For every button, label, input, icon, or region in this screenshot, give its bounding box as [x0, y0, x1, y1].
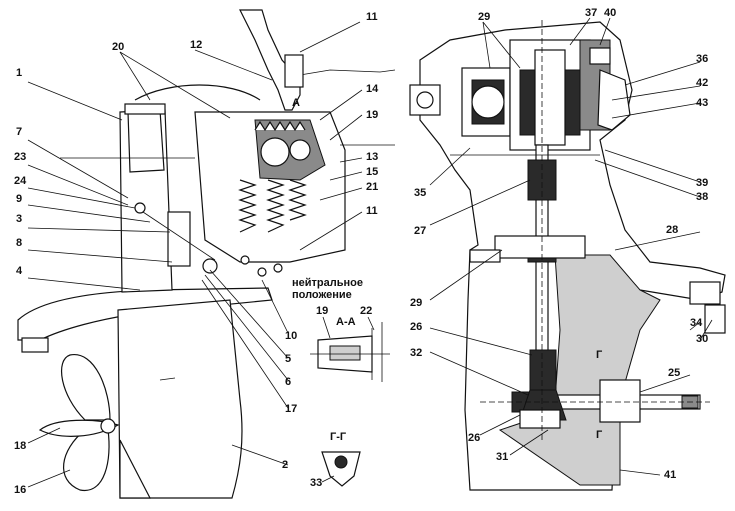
cut-mark-top: Г: [596, 349, 603, 361]
callout-25: 25: [668, 367, 680, 379]
right-callouts: 29 37 40 36 42 43 35 39 38 27 28 29 26 3…: [410, 7, 708, 481]
callout-40: 40: [604, 7, 616, 19]
callout-32: 32: [410, 347, 422, 359]
anode-block: [21, 337, 49, 353]
callout-30: 30: [696, 333, 708, 345]
section-aa-title: А-А: [336, 316, 356, 328]
callout-27: 27: [414, 225, 426, 237]
skeg: [119, 439, 151, 499]
drive-gear: [254, 120, 306, 132]
callout-21: 21: [366, 181, 378, 193]
section-aa-callout-22: 22: [360, 305, 372, 317]
cut-mark-bottom: Г: [596, 429, 603, 441]
callout-35: 35: [414, 187, 426, 199]
callout-17: 17: [285, 403, 297, 415]
gearcase-body: [117, 299, 243, 499]
callout-18: 18: [14, 440, 26, 452]
callout-42: 42: [696, 77, 708, 89]
section-gg-title: Г-Г: [330, 431, 347, 443]
callout-16: 16: [14, 484, 26, 496]
callout-26-top: 26: [410, 321, 422, 333]
callout-34: 34: [690, 317, 703, 329]
callout-29-mid: 29: [410, 297, 422, 309]
callout-12: 12: [190, 39, 202, 51]
callout-19: 19: [366, 109, 378, 121]
callout-14: 14: [366, 83, 379, 95]
callout-26-bot: 26: [468, 432, 480, 444]
callout-6: 6: [285, 376, 291, 388]
right-leader-lines: [429, 17, 713, 476]
callout-8: 8: [16, 237, 22, 249]
callout-23: 23: [14, 151, 26, 163]
neutral-label-1: нейтральное: [292, 277, 363, 289]
left-leader-lines: [27, 21, 363, 488]
callout-28: 28: [666, 224, 678, 236]
callout-2: 2: [282, 459, 288, 471]
callout-11: 11: [366, 11, 378, 23]
callout-20: 20: [112, 41, 124, 53]
left-callouts: 1 2 3 4 5 6 7 8 9 10 11 12 13 14 15 16 1…: [14, 11, 379, 496]
neutral-label-2: положение: [292, 289, 352, 301]
callout-41: 41: [664, 469, 676, 481]
bellows: [238, 179, 257, 233]
callout-29-top: 29: [478, 11, 490, 23]
propeller: [38, 354, 120, 491]
callout-7: 7: [16, 126, 22, 138]
callout-13: 13: [366, 151, 378, 163]
callout-31: 31: [496, 451, 508, 463]
callout-4: 4: [16, 265, 23, 277]
right-section-view: [409, 20, 726, 491]
section-gg: Г-Г 33: [310, 431, 361, 489]
callout-15: 15: [366, 166, 378, 178]
callout-10: 10: [285, 330, 297, 342]
callout-43: 43: [696, 97, 708, 109]
left-external-view: [17, 9, 396, 499]
callout-1: 1: [16, 67, 22, 79]
callout-36: 36: [696, 53, 708, 65]
section-aa-callout-19: 19: [316, 305, 328, 317]
callout-3: 3: [16, 213, 22, 225]
shift-rod: [139, 209, 216, 261]
section-gg-callout-33: 33: [310, 477, 322, 489]
callout-9: 9: [16, 193, 22, 205]
section-aa: А-А 19 22: [310, 305, 390, 382]
callout-39: 39: [696, 177, 708, 189]
callout-5: 5: [285, 353, 291, 365]
callout-38: 38: [696, 191, 708, 203]
callout-37: 37: [585, 7, 597, 19]
callout-24: 24: [14, 175, 27, 187]
callout-11b: 11: [366, 205, 378, 217]
section-mark-a: A: [292, 97, 300, 109]
